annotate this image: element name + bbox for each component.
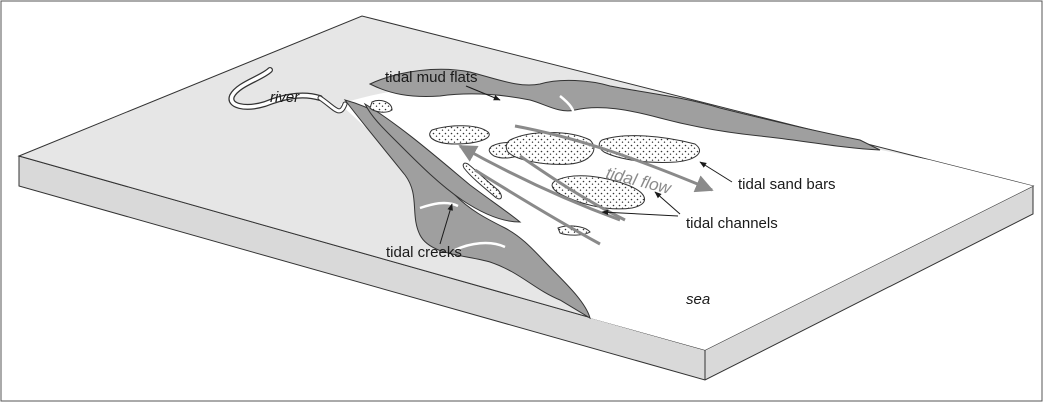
label-river: river bbox=[270, 89, 300, 106]
label-sea: sea bbox=[686, 291, 710, 308]
label-tidal-channels: tidal channels bbox=[686, 215, 778, 232]
label-tidal-creeks: tidal creeks bbox=[386, 244, 462, 261]
sand-bar-1 bbox=[430, 126, 490, 144]
label-tidal-mud-flats: tidal mud flats bbox=[385, 69, 478, 86]
label-tidal-sand-bars: tidal sand bars bbox=[738, 176, 836, 193]
